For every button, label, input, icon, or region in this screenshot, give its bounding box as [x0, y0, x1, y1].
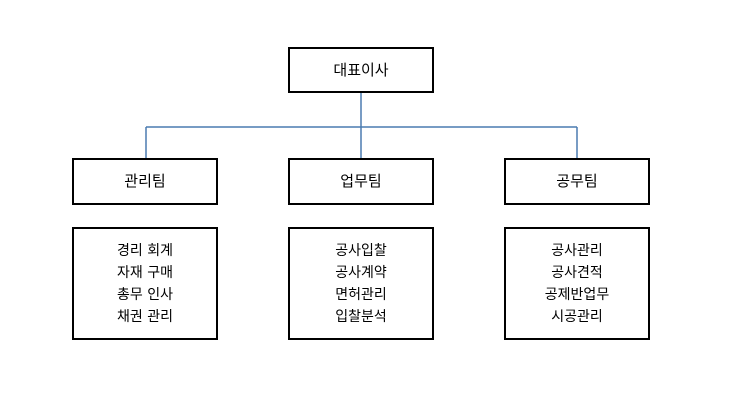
duty-item: 면허관리 — [335, 286, 387, 303]
duty-item: 공제반업무 — [544, 286, 610, 303]
duties-box-2: 공사입찰 공사계약 면허관리 입찰분석 — [288, 227, 434, 340]
duty-item: 입찰분석 — [335, 308, 387, 325]
duty-item: 공사입찰 — [335, 242, 387, 259]
root-box: 대표이사 — [288, 47, 434, 93]
duties-box-1: 경리 회계 자재 구매 총무 인사 채권 관리 — [72, 227, 218, 340]
duty-item: 자재 구매 — [117, 264, 173, 281]
duty-item: 공사관리 — [551, 242, 603, 259]
duty-item: 경리 회계 — [117, 242, 173, 259]
duty-item: 공사계약 — [335, 264, 387, 281]
team-box-1: 관리팀 — [72, 158, 218, 205]
root-label: 대표이사 — [333, 60, 389, 79]
duty-item: 공사견적 — [551, 264, 603, 281]
duty-item: 총무 인사 — [117, 286, 173, 303]
team-box-3: 공무팀 — [504, 158, 650, 205]
team-label-1: 관리팀 — [124, 172, 166, 190]
team-box-2: 업무팀 — [288, 158, 434, 205]
team-label-3: 공무팀 — [556, 172, 598, 190]
team-label-2: 업무팀 — [340, 172, 382, 190]
duties-box-3: 공사관리 공사견적 공제반업무 시공관리 — [504, 227, 650, 340]
duty-item: 채권 관리 — [117, 308, 173, 325]
duty-item: 시공관리 — [551, 308, 603, 325]
